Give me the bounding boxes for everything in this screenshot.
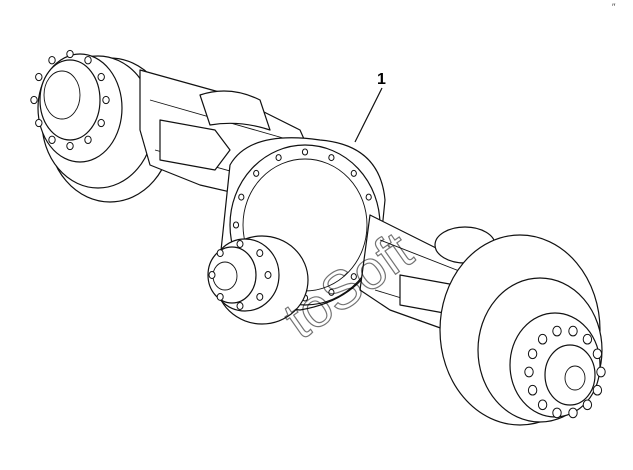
flange-bolt: [216, 249, 224, 258]
left-hub-bolt: [84, 56, 92, 65]
left-hub-bolt: [48, 135, 56, 144]
right-hub-bolt: [552, 325, 562, 337]
right-hub-bolt: [582, 333, 593, 345]
corner-mark: ′′: [612, 2, 616, 12]
housing-bolt: [238, 193, 245, 201]
flange-bolt: [216, 292, 224, 301]
housing-bolt: [253, 169, 260, 177]
right-hub-bolt: [596, 366, 606, 378]
flange-bolt: [236, 240, 244, 248]
housing-bolt: [350, 169, 357, 177]
left-hub-bolt: [66, 49, 74, 59]
flange-bolt: [208, 271, 216, 279]
housing-bolt: [328, 154, 335, 162]
right-hub-bolt: [582, 399, 593, 411]
left-hub-bolt: [48, 56, 56, 65]
housing-bolt: [275, 154, 282, 162]
right-hub-bolt: [527, 348, 538, 360]
left-hub-bolt: [30, 95, 38, 105]
left-hub-bolt: [84, 135, 92, 144]
right-hub-bolt: [592, 384, 603, 396]
pinion-flange: [207, 235, 309, 325]
housing-bolt: [328, 288, 335, 296]
right-hub-bolt: [537, 333, 548, 345]
housing-bolt: [301, 148, 309, 156]
housing-bolt: [365, 193, 372, 201]
right-hub-bolt: [527, 384, 538, 396]
right-hub-bolt: [552, 407, 562, 419]
flange-bolt: [264, 271, 272, 279]
flange-bolt: [256, 249, 264, 258]
right-hub-assembly: [439, 234, 606, 426]
right-hub-bolt: [537, 399, 548, 411]
left-hub-bolt: [35, 72, 43, 82]
flange-bolt: [236, 302, 244, 310]
flange-bolt: [256, 292, 264, 301]
callout-leader-line: [354, 87, 383, 143]
housing-bolt: [350, 273, 357, 281]
right-hub-bolt: [568, 325, 578, 337]
right-hub-bolt: [524, 366, 534, 378]
left-hub-bolt: [35, 118, 43, 128]
right-hub-bolt: [592, 348, 603, 360]
housing-bolt: [232, 221, 240, 229]
right-hub-bolt: [568, 407, 578, 419]
left-spring-pad: [159, 119, 231, 171]
left-hub-bolt: [97, 118, 105, 128]
left-hub-bolt: [66, 141, 74, 151]
left-hub-bolt: [97, 72, 105, 82]
left-hub-bolt: [102, 95, 110, 105]
callout-label-1: 1: [377, 71, 386, 88]
